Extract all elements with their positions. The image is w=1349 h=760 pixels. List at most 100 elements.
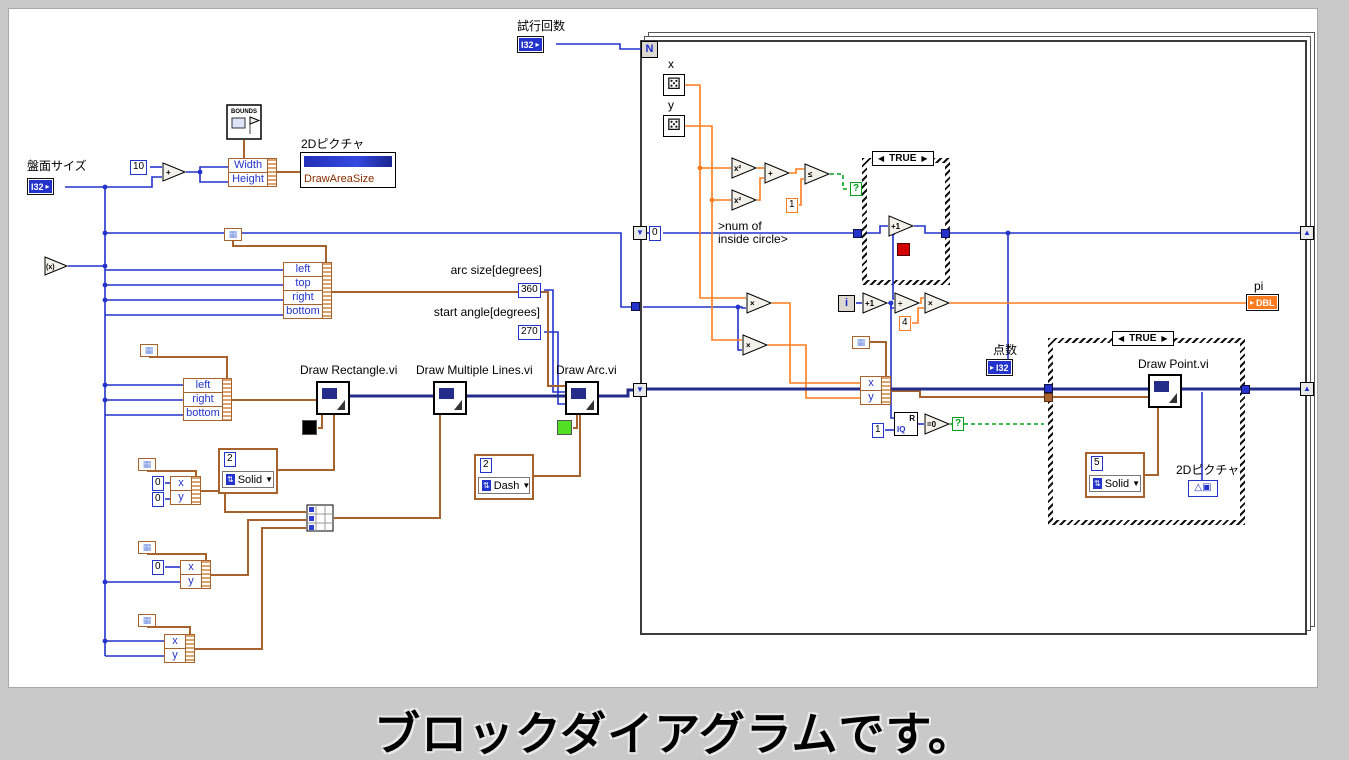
line-width-const[interactable]: 2 [224, 452, 236, 467]
black-color-box[interactable] [302, 420, 317, 435]
bounds-property-node[interactable]: BOUNDS [226, 104, 262, 140]
add-node[interactable]: + [162, 162, 187, 182]
loop-count-terminal[interactable]: N [641, 41, 658, 58]
const-270[interactable]: 270 [518, 325, 541, 340]
cluster-constant-icon[interactable]: ▦ [138, 541, 156, 554]
case-selector-1[interactable]: ◀ TRUE ▶ [872, 151, 934, 166]
cluster-constant-icon[interactable]: ▦ [852, 336, 870, 349]
green-color-box[interactable] [557, 420, 572, 435]
boolean-question-terminal[interactable]: ? [952, 417, 964, 431]
bundle-row-bottom[interactable]: bottom [183, 406, 223, 421]
case-selector-terminal[interactable]: ? [850, 182, 862, 196]
picture-terminal[interactable]: △▣ [1188, 480, 1218, 497]
less-equal-node[interactable]: ≤ [804, 163, 831, 185]
bundle-row-left[interactable]: left [283, 262, 323, 277]
bundle-row-right[interactable]: right [283, 290, 323, 305]
tunnel[interactable] [1044, 384, 1053, 393]
bundle-row-x[interactable]: x [180, 560, 202, 575]
convert-node[interactable]: (x) [44, 256, 69, 276]
width-height-bundle-node[interactable]: Width Height [228, 158, 277, 187]
case-selector-2[interactable]: ◀ TRUE ▶ [1112, 331, 1174, 346]
draw-area-size-node[interactable]: DrawAreaSize [300, 152, 396, 188]
const-10[interactable]: 10 [130, 160, 148, 175]
tunnel[interactable] [1044, 393, 1053, 402]
quotient-remainder-node[interactable]: R IQ [894, 412, 918, 436]
case-prev-arrow-icon[interactable]: ◀ [878, 154, 885, 163]
divide-node[interactable]: ÷ [894, 292, 921, 314]
board-size-terminal[interactable]: I32 ▸ [27, 178, 54, 195]
multiply-node[interactable]: × [924, 292, 951, 314]
bounds-bundle-node[interactable]: left top right bottom [283, 262, 332, 319]
draw-arc-node[interactable] [565, 381, 599, 415]
pi-indicator-terminal[interactable]: ▸ DBL [1246, 294, 1279, 311]
bundle-cluster-array-node[interactable] [306, 504, 334, 532]
bundle-row-y[interactable]: y [860, 390, 882, 405]
xy-bundle-2[interactable]: x y [180, 560, 211, 589]
tunnel[interactable] [941, 229, 950, 238]
const-0[interactable]: 0 [152, 476, 164, 491]
draw-point-label: Draw Point.vi [1138, 357, 1209, 371]
const-1[interactable]: 1 [872, 423, 884, 438]
xy-bundle-3[interactable]: x y [164, 634, 195, 663]
equal-zero-node[interactable]: =0 [924, 413, 951, 435]
bundle-row-width[interactable]: Width [228, 158, 268, 173]
shift-register-right[interactable]: ▲ [1300, 226, 1314, 240]
shift-register-right[interactable]: ▲ [1300, 382, 1314, 396]
random-number-dice-icon[interactable]: ⚄ [663, 74, 685, 96]
for-loop-structure[interactable] [640, 40, 1307, 635]
multiply-node[interactable]: × [746, 292, 773, 314]
bundle-row-top[interactable]: top [283, 276, 323, 291]
points-indicator-terminal[interactable]: ▸ I32 [986, 359, 1013, 376]
shift-register-init-const[interactable]: 0 [649, 226, 661, 241]
line-width-const[interactable]: 2 [480, 458, 492, 473]
bundle-row-right[interactable]: right [183, 392, 223, 407]
rect-bounds-bundle-node[interactable]: left right bottom [183, 378, 232, 421]
bundle-row-x[interactable]: x [170, 476, 192, 491]
xy-bundle-1[interactable]: x y [170, 476, 201, 505]
cluster-constant-icon[interactable]: ▦ [140, 344, 158, 357]
line-style-dropdown-dash[interactable]: ⇅ Dash ▼ [478, 477, 530, 494]
tunnel[interactable] [853, 229, 862, 238]
shift-register-left[interactable]: ▼ [633, 226, 647, 240]
draw-rectangle-node[interactable] [316, 381, 350, 415]
bundle-row-y[interactable]: y [164, 648, 186, 663]
case-next-arrow-icon[interactable]: ▶ [1161, 334, 1168, 343]
red-color-box[interactable] [897, 243, 910, 256]
increment-node[interactable]: +1 [862, 292, 889, 314]
cluster-constant-icon[interactable]: ▦ [138, 458, 156, 471]
const-0[interactable]: 0 [152, 560, 164, 575]
case-structure-count[interactable] [862, 158, 950, 285]
trial-count-terminal[interactable]: I32 ▸ [517, 36, 544, 53]
cluster-constant-icon[interactable]: ▦ [138, 614, 156, 627]
bundle-row-x[interactable]: x [164, 634, 186, 649]
bundle-row-height[interactable]: Height [228, 172, 268, 187]
const-360[interactable]: 360 [518, 283, 541, 298]
multiply-node[interactable]: × [742, 334, 769, 356]
line-style-dropdown-solid-2[interactable]: ⇅ Solid ▼ [1089, 475, 1141, 492]
loop-iteration-terminal[interactable]: i [838, 295, 855, 312]
bundle-row-bottom[interactable]: bottom [283, 304, 323, 319]
shift-register-left[interactable]: ▼ [633, 383, 647, 397]
const-0[interactable]: 0 [152, 492, 164, 507]
draw-point-node[interactable] [1148, 374, 1182, 408]
tunnel[interactable] [631, 302, 640, 311]
square-node[interactable]: x² [731, 189, 758, 211]
random-number-dice-icon[interactable]: ⚄ [663, 115, 685, 137]
bundle-row-y[interactable]: y [180, 574, 202, 589]
line-style-dropdown-solid[interactable]: ⇅ Solid ▼ [222, 471, 274, 488]
const-1[interactable]: 1 [786, 198, 798, 213]
bundle-row-x[interactable]: x [860, 376, 882, 391]
bundle-row-left[interactable]: left [183, 378, 223, 393]
xy-bundle-loop[interactable]: x y [860, 376, 891, 405]
add-node[interactable]: + [764, 162, 791, 184]
tunnel[interactable] [1241, 385, 1250, 394]
square-node[interactable]: x² [731, 157, 758, 179]
case-prev-arrow-icon[interactable]: ◀ [1118, 334, 1125, 343]
case-next-arrow-icon[interactable]: ▶ [921, 154, 928, 163]
bundle-row-y[interactable]: y [170, 490, 192, 505]
const-4[interactable]: 4 [899, 316, 911, 331]
point-size-const[interactable]: 5 [1091, 456, 1103, 471]
increment-node[interactable]: +1 [888, 215, 915, 237]
draw-multiple-lines-node[interactable] [433, 381, 467, 415]
cluster-constant-icon[interactable]: ▦ [224, 228, 242, 241]
